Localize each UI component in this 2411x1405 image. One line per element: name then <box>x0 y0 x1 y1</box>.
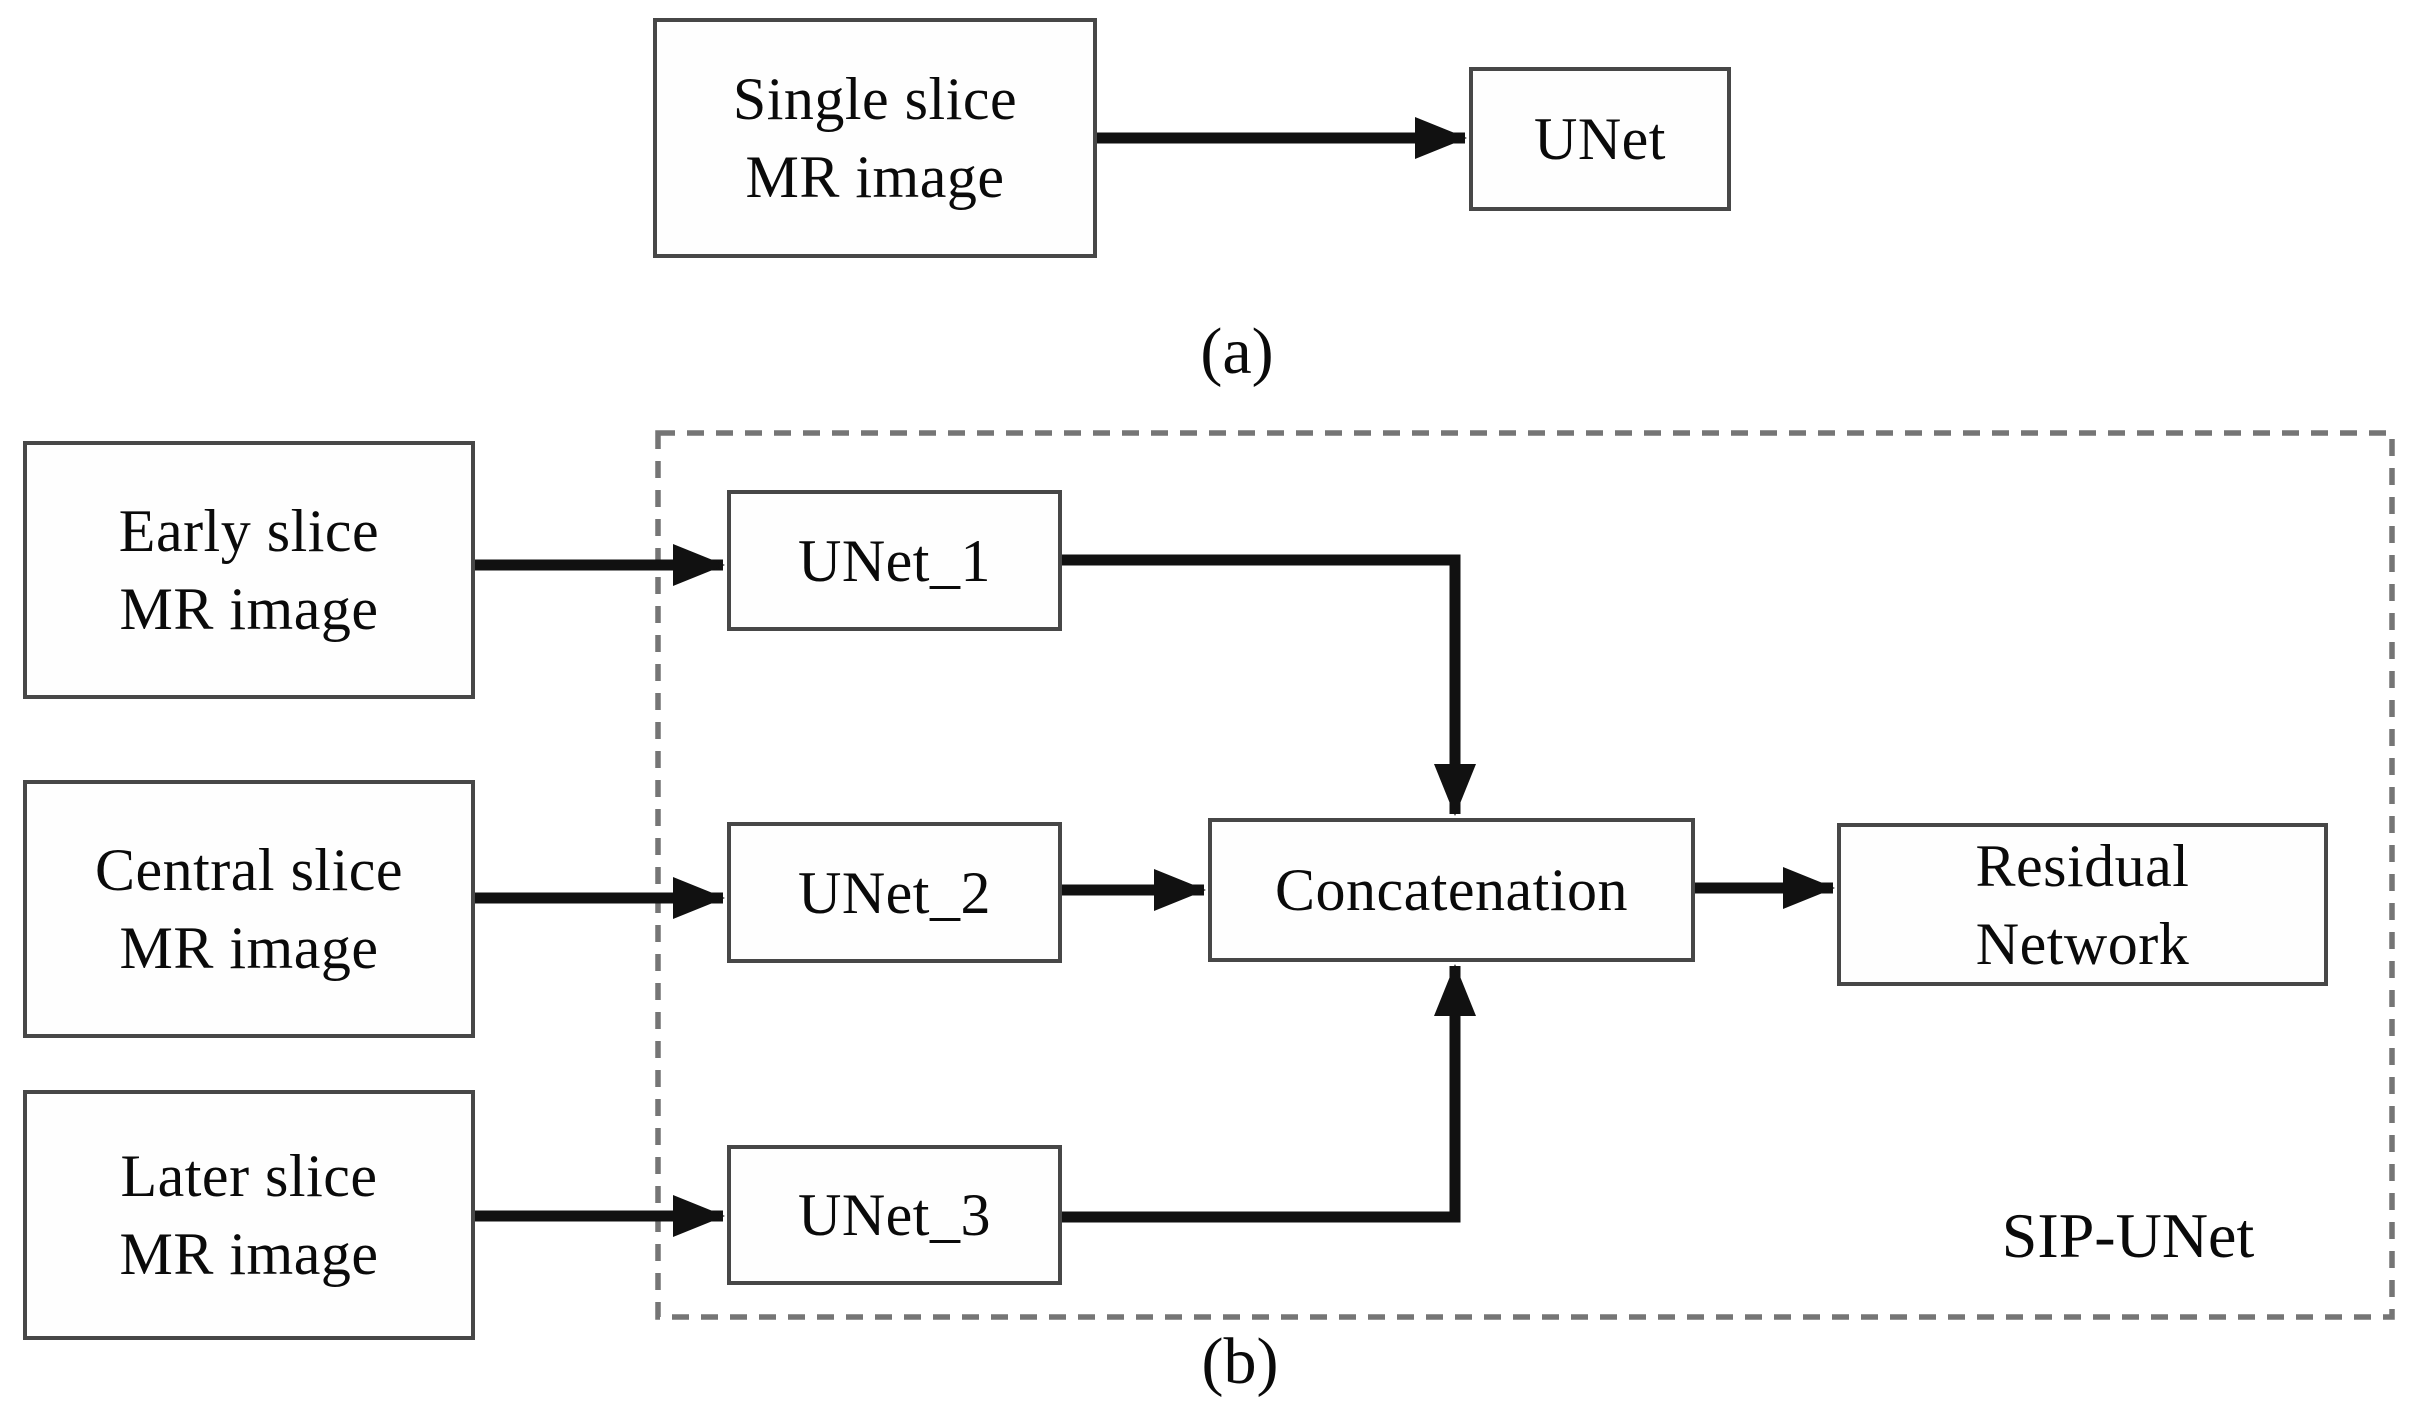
central-slice-input-label-line1: Central slice <box>94 837 404 903</box>
central-slice-input-box: Central slice MR image <box>23 780 475 1038</box>
unet3-box: UNet_3 <box>727 1145 1062 1285</box>
central-slice-input-label-line2: MR image <box>119 915 379 981</box>
single-slice-input-label-line1: Single slice <box>732 66 1018 132</box>
concatenation-box: Concatenation <box>1208 818 1695 962</box>
unet1-box-label: UNet_1 <box>798 527 991 594</box>
early-slice-input-label-line1: Early slice <box>118 498 380 564</box>
concatenation-box-label: Concatenation <box>1274 857 1629 923</box>
caption-b: (b) <box>1201 1325 1279 1398</box>
sip-unet-group-label: SIP-UNet <box>2001 1200 2255 1271</box>
later-slice-input-label-line1: Later slice <box>120 1143 378 1209</box>
residual-network-label-line1: Residual <box>1975 832 2190 899</box>
residual-network-label-line2: Network <box>1975 910 2190 977</box>
early-slice-input-box: Early slice MR image <box>23 441 475 699</box>
residual-network-box: Residual Network <box>1837 823 2328 986</box>
unet-box: UNet <box>1469 67 1731 211</box>
arrow-unet3-to-concatenation <box>1060 964 1476 1223</box>
unet1-box: UNet_1 <box>727 490 1062 631</box>
single-slice-input-label-line2: MR image <box>745 144 1005 210</box>
single-slice-input-box: Single slice MR image <box>653 18 1097 258</box>
later-slice-input-label-line2: MR image <box>119 1221 379 1287</box>
unet-box-label: UNet <box>1534 106 1666 172</box>
later-slice-input-box: Later slice MR image <box>23 1090 475 1340</box>
sip-unet-dashed-boundary <box>655 430 2395 1320</box>
unet2-box: UNet_2 <box>727 822 1062 963</box>
caption-a: (a) <box>1200 315 1274 388</box>
arrow-unet1-to-concatenation <box>1062 554 1476 816</box>
early-slice-input-label-line2: MR image <box>119 576 379 642</box>
unet2-box-label: UNet_2 <box>798 859 991 926</box>
unet3-box-label: UNet_3 <box>798 1182 991 1248</box>
